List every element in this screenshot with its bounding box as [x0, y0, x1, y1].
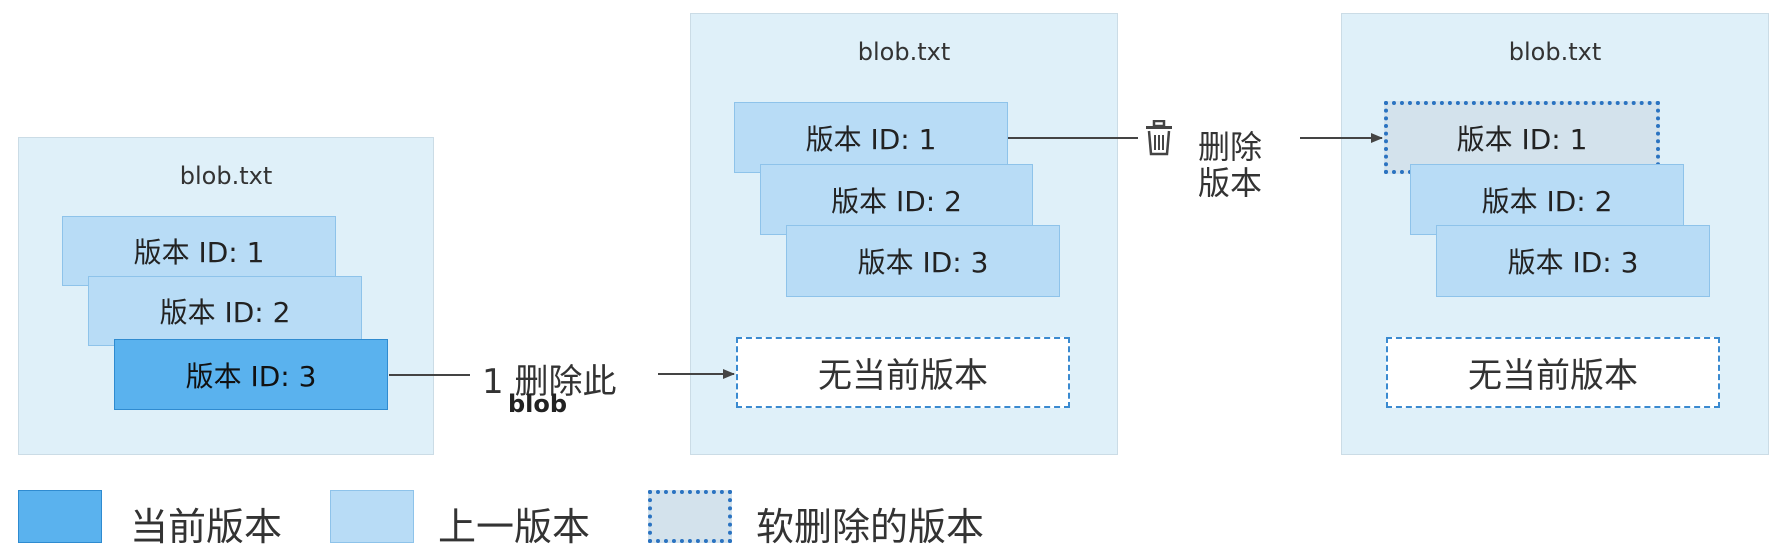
legend-current-swatch [18, 490, 102, 543]
delete-version-label: 删除 [1198, 128, 1263, 166]
panel-title: blob.txt [857, 38, 951, 66]
legend-previous-swatch [330, 490, 414, 543]
panel-title: blob.txt [1508, 38, 1602, 66]
legend-previous-label: 上一版本 [438, 505, 591, 549]
version-3-previous: 版本 ID: 3 [786, 225, 1060, 297]
version-3-current: 版本 ID: 3 [114, 339, 388, 410]
trash-icon [1144, 119, 1174, 156]
legend-soft-deleted-swatch [648, 490, 732, 543]
delete-blob-label: 1 删除此 [482, 362, 617, 402]
version-3-previous: 版本 ID: 3 [1436, 225, 1710, 297]
no-current-version: 无当前版本 [736, 337, 1070, 408]
version-1-previous: 版本 ID: 1 [734, 102, 1008, 173]
version-2-previous: 版本 ID: 2 [760, 164, 1033, 235]
panel-title: blob.txt [179, 162, 273, 190]
delete-version-label-2: 版本 [1198, 164, 1263, 202]
delete-blob-label-blob: blob [508, 390, 568, 418]
no-current-version: 无当前版本 [1386, 337, 1720, 408]
legend-current-label: 当前版本 [130, 505, 283, 549]
version-2-previous: 版本 ID: 2 [1410, 164, 1684, 235]
legend-soft-deleted-label: 软删除的版本 [756, 505, 985, 549]
version-2-previous: 版本 ID: 2 [88, 276, 362, 346]
